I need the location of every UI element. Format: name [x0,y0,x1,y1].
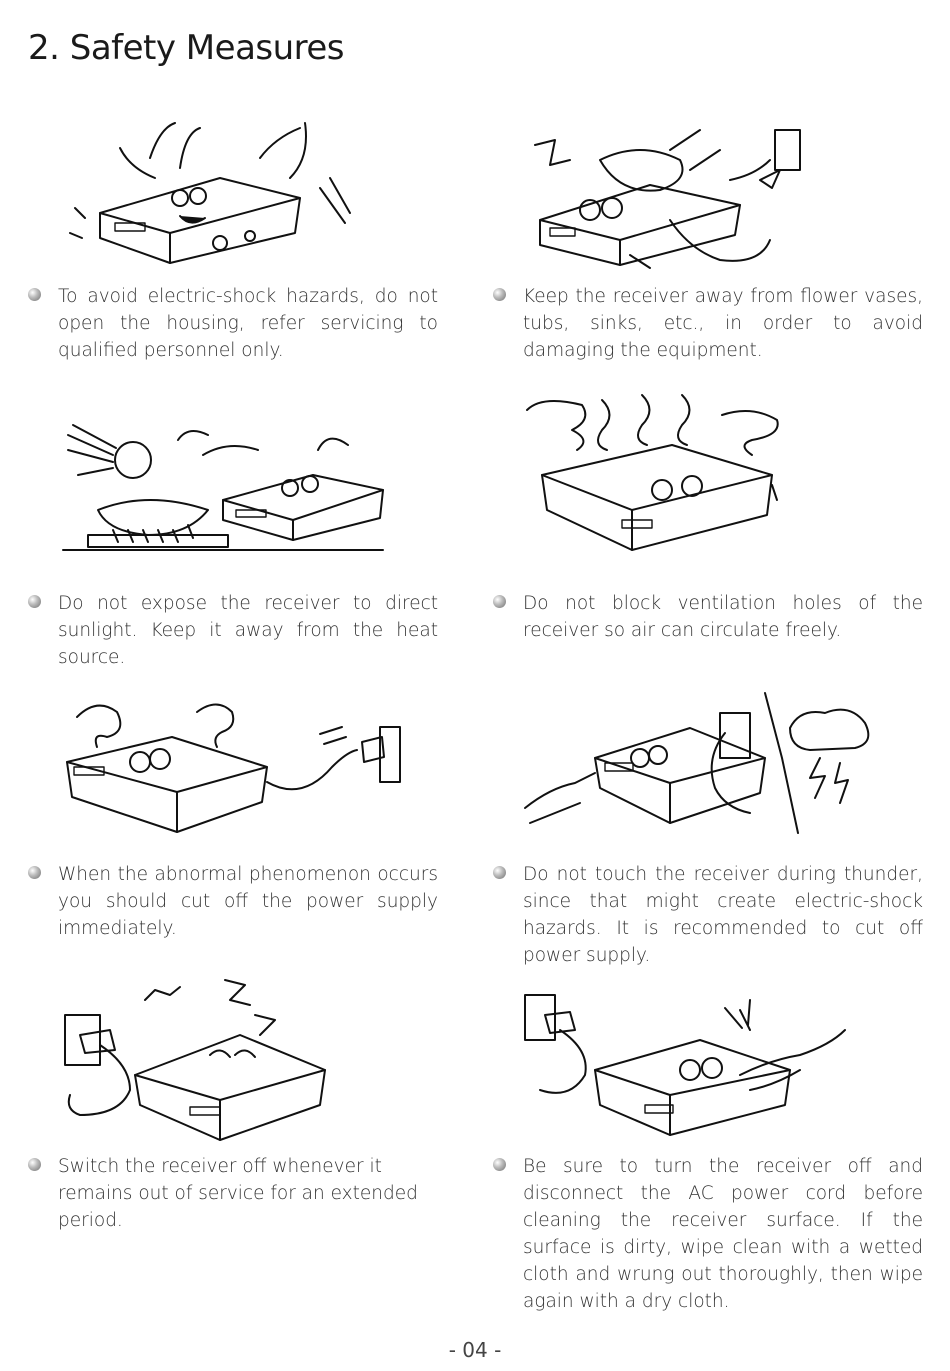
page-title: 2. Safety Measures [28,28,345,68]
safety-item-text: Be sure to turn the receiver off and dis… [523,1156,923,1312]
safety-item: Be sure to turn the receiver off and dis… [493,1153,923,1315]
safety-item: To avoid electric-shock hazards, do not … [28,283,438,364]
open-housing-illustration [60,118,360,268]
bullet-icon [28,866,41,879]
idle-unplug-illustration [60,975,360,1145]
safety-item-text: Switch the receiver off whenever it rema… [58,1156,418,1231]
unplug-abnormal-illustration [62,692,402,837]
safety-item-text: Do not expose the receiver to direct sun… [58,593,438,668]
cleaning-illustration [520,990,850,1145]
ventilation-illustration [522,390,802,560]
bullet-icon [493,1158,506,1171]
safety-item-text: Do not touch the receiver during thunder… [523,864,923,966]
safety-item-text: To avoid electric-shock hazards, do not … [58,286,438,361]
safety-item-text: Do not block ventilation holes of the re… [523,593,923,641]
bullet-icon [493,595,506,608]
safety-item: When the abnormal phenomenon occurs you … [28,861,438,942]
bullet-icon [28,1158,41,1171]
sunlight-heat-illustration [58,420,388,560]
safety-item: Keep the receiver away from flower vases… [493,283,923,364]
safety-item-text: When the abnormal phenomenon occurs you … [58,864,438,939]
safety-item: Do not expose the receiver to direct sun… [28,590,438,671]
safety-item-text: Keep the receiver away from flower vases… [523,286,923,361]
bullet-icon [28,595,41,608]
bullet-icon [493,866,506,879]
bullet-icon [28,288,41,301]
bullet-icon [493,288,506,301]
thunder-illustration [520,688,880,838]
safety-item: Switch the receiver off whenever it rema… [28,1153,438,1234]
page-number: - 04 - [448,1338,502,1362]
safety-item: Do not touch the receiver during thunder… [493,861,923,969]
safety-item: Do not block ventilation holes of the re… [493,590,923,644]
water-vase-illustration [520,120,820,270]
